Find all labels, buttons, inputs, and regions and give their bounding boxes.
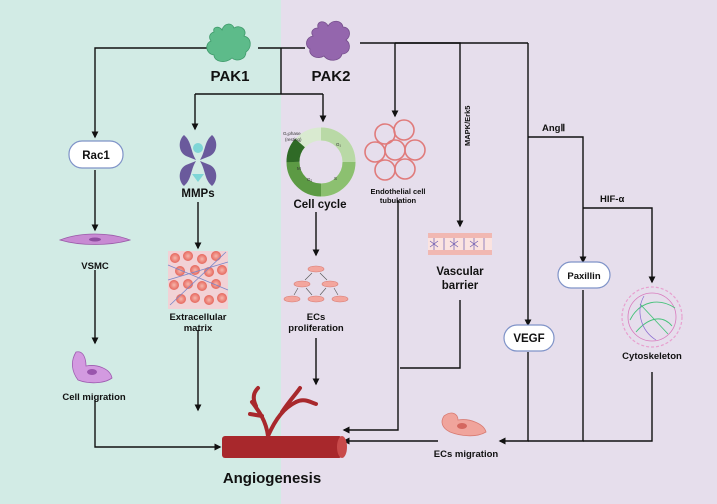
vsmc-label: VSMC <box>81 261 109 272</box>
arrow-angii-paxillin <box>528 136 587 264</box>
ecs-prolif-label-1: ECs <box>307 312 325 323</box>
ecm-label-2: matrix <box>184 323 213 334</box>
arrow-hif-cytoskeleton <box>583 207 656 284</box>
tubulation-label-2: tubulation <box>380 196 417 205</box>
cc-s-label: S <box>334 176 337 181</box>
extracellular-matrix-icon <box>167 251 229 309</box>
ecs-migration-label: ECs migration <box>434 449 499 460</box>
cell-migration-label: Cell migration <box>62 392 126 403</box>
paxillin-label: Paxillin <box>567 271 600 282</box>
mmp-enzyme-icon <box>179 135 217 186</box>
ecm-label-1: Extracellular <box>169 312 226 323</box>
left-panel-background <box>0 0 281 504</box>
tubulation-label-1: Endothelial cell <box>370 187 425 196</box>
blood-vessel-icon <box>222 386 347 458</box>
right-panel-background <box>281 0 717 504</box>
pak1-label: PAK1 <box>211 68 250 85</box>
mapk-erk5-label: MAPK/Erk5 <box>463 106 472 146</box>
cc-m-label: M <box>297 166 301 171</box>
rac1-label: Rac1 <box>82 150 110 162</box>
pak-junction <box>258 47 305 94</box>
cc-g0-label: G₀phase <box>283 131 301 136</box>
angii-label: AngⅡ <box>542 123 565 134</box>
cytoskeleton-label: Cytoskeleton <box>622 351 682 362</box>
cytoskeleton-icon <box>621 286 683 348</box>
cc-g2-label: G₂ <box>307 177 313 182</box>
arrow-cytoskeleton-ecsmig <box>583 372 653 442</box>
cc-g0-sub-label: (resting) <box>285 137 302 142</box>
migrating-cell-icon <box>72 351 113 384</box>
arrow-pak1-rac1 <box>91 47 210 139</box>
arrow-barrier-down <box>400 300 461 369</box>
rac1-node <box>68 140 124 169</box>
paxillin-node <box>557 261 611 289</box>
vascular-barrier-icon <box>428 233 492 255</box>
vegf-node <box>503 324 555 352</box>
migrating-ec-icon <box>441 412 487 437</box>
cell-cycle-ring-icon: G₀phase (resting) G₁ S G₂ M <box>283 127 356 197</box>
arrow-pak2-barrier <box>395 42 464 228</box>
pak1-protein-icon <box>206 23 251 62</box>
cell-cycle-label: Cell cycle <box>293 199 346 211</box>
arrow-junction-mmps <box>195 93 323 129</box>
endothelial-tubulation-icon <box>364 119 426 181</box>
vsmc-cell-icon <box>58 233 132 245</box>
vegf-label: VEGF <box>513 333 544 345</box>
hif-label: HIF-α <box>600 194 624 205</box>
angiogenesis-label: Angiogenesis <box>223 470 321 487</box>
cc-g1-label: G₁ <box>336 142 342 147</box>
ecs-prolif-label-2: proliferation <box>288 323 344 334</box>
connectors <box>91 42 656 451</box>
pak2-protein-icon <box>306 20 350 61</box>
pak2-label: PAK2 <box>312 68 351 85</box>
arrow-tubulation-down <box>342 200 399 434</box>
mmps-label: MMPs <box>181 188 214 200</box>
barrier-label-1: Vascular <box>436 266 484 278</box>
barrier-label-2: barrier <box>442 280 479 292</box>
arrow-migration-angiogenesis <box>94 400 222 451</box>
ec-proliferation-icon <box>283 265 349 303</box>
